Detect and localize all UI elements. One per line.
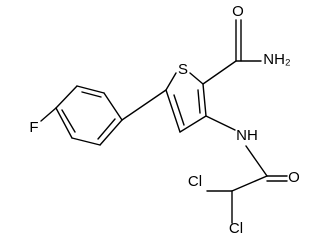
acyl-oxygen-label: O: [288, 169, 300, 186]
bond-nh-to-carbonyl: [245, 145, 268, 177]
bond-thiophene-inner-1: [197, 89, 201, 114]
chlorine-bottom-label: Cl: [229, 220, 243, 237]
amide-oxygen-label: O: [232, 3, 244, 20]
bond-thiophene-2: [189, 72, 204, 85]
bond-carbonyl-to-chc: [231, 175, 268, 192]
sulfur-atom-label: S: [178, 61, 188, 78]
bond-ring-1: [55, 85, 78, 109]
bond-thiophene-to-nh: [205, 115, 236, 131]
bond-thiophene-inner-2: [173, 94, 185, 126]
thiophene-ring: [165, 72, 207, 133]
bond-ring-inner-3: [61, 109, 76, 133]
bond-thiophene-5: [165, 89, 181, 133]
bond-ring-inner-1: [81, 91, 102, 98]
bond-thiophene-to-carbonyl: [202, 60, 237, 85]
bond-thiophene-4: [179, 115, 207, 133]
bond-phenyl-to-thiophene: [121, 89, 167, 121]
bond-thiophene-3: [202, 83, 207, 117]
bond-ring-inner-2: [97, 118, 116, 140]
bond-ring-to-fluorine: [40, 107, 57, 122]
amine-nh-label: NH: [236, 127, 258, 144]
bond-ring-3: [103, 92, 123, 121]
bond-thiophene-1: [165, 72, 177, 91]
amide-nitrogen-label: NH₂: [263, 51, 291, 68]
chlorine-top-label: Cl: [188, 173, 202, 190]
bond-ring-6: [55, 107, 73, 139]
fluorophenyl-ring: [55, 85, 123, 146]
chemical-structure: F S NH₂ O NH O Cl Cl: [29, 3, 300, 237]
bond-ring-2: [76, 85, 105, 94]
bond-ring-4: [99, 119, 123, 146]
fluorine-atom-label: F: [29, 119, 38, 136]
bond-ring-5: [71, 137, 101, 146]
